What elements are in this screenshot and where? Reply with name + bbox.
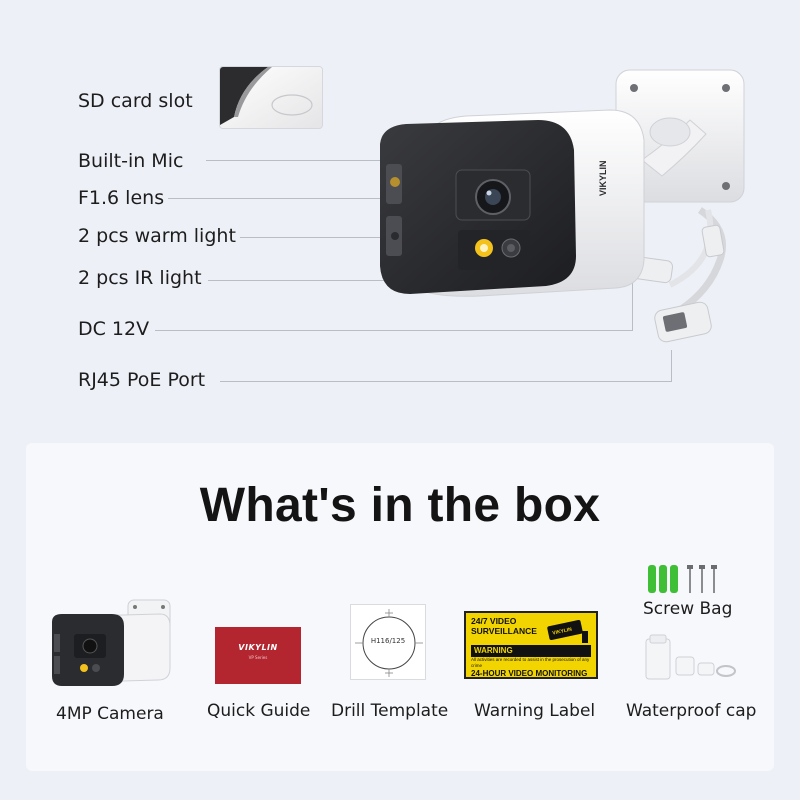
item-label-quick-guide: Quick Guide <box>207 701 311 721</box>
warning-label-image: 24/7 VIDEO SURVEILLANCE VIKYLIN WARNING … <box>464 611 598 679</box>
camera-brand-text: VIKYLIN <box>598 160 608 196</box>
waterproof-cap-image <box>645 634 736 680</box>
quick-guide-image: VIKYLIN VP Series <box>215 627 301 684</box>
leader-line-dc-vertical <box>632 282 633 330</box>
drill-template-image: H116/125 <box>350 604 426 680</box>
label-built-in-mic: Built-in Mic <box>78 150 184 172</box>
warning-line-1: 24/7 VIDEO <box>471 616 517 626</box>
warning-camera-badge: VIKYLIN <box>552 627 573 637</box>
box-title: What's in the box <box>199 479 601 532</box>
label-f16-lens: F1.6 lens <box>78 187 165 209</box>
leader-line-dc <box>155 330 633 331</box>
camera-illustration: VIKYLIN <box>380 69 745 343</box>
item-label-screw-bag: Screw Bag <box>643 599 733 619</box>
warning-line-2: SURVEILLANCE <box>471 626 537 636</box>
drill-template-text: H116/125 <box>370 637 406 645</box>
warning-fine-print: All activities are recorded to assist in… <box>471 657 590 668</box>
leader-line-mic <box>206 160 424 161</box>
cctv-camera-icon: VIKYLIN <box>547 619 588 643</box>
leader-line-rj45-vertical <box>671 350 672 381</box>
sd-card-slot-closeup <box>219 66 323 129</box>
leader-line-rj45 <box>220 381 672 382</box>
sd-card-slot-image <box>220 67 322 128</box>
label-warm-light: 2 pcs warm light <box>78 225 236 247</box>
label-ir-light: 2 pcs IR light <box>78 267 202 289</box>
leader-line-lens <box>168 198 498 199</box>
label-rj45-poe-port: RJ45 PoE Port <box>78 369 206 391</box>
quick-guide-series: VP Series <box>248 655 268 660</box>
label-dc-12v: DC 12V <box>78 318 150 340</box>
label-sd-card-slot: SD card slot <box>78 90 193 112</box>
item-label-4mp-camera: 4MP Camera <box>56 704 164 724</box>
camera-item-image <box>52 599 171 686</box>
item-label-waterproof-cap: Waterproof cap <box>626 701 757 721</box>
warning-word: WARNING <box>471 645 591 657</box>
warning-monitoring: 24-HOUR VIDEO MONITORING <box>471 669 588 678</box>
leader-line-warm-light <box>240 237 480 238</box>
item-label-drill-template: Drill Template <box>331 701 449 721</box>
drill-template-graphic <box>355 609 423 677</box>
screw-bag-image <box>648 565 717 593</box>
leader-line-ir-light <box>208 280 510 281</box>
feature-diagram: SD card slot Built-in Mic F1.6 lens 2 pc… <box>78 66 745 391</box>
item-label-warning-label: Warning Label <box>474 701 596 721</box>
quick-guide-brand: VIKYLIN <box>238 643 278 652</box>
